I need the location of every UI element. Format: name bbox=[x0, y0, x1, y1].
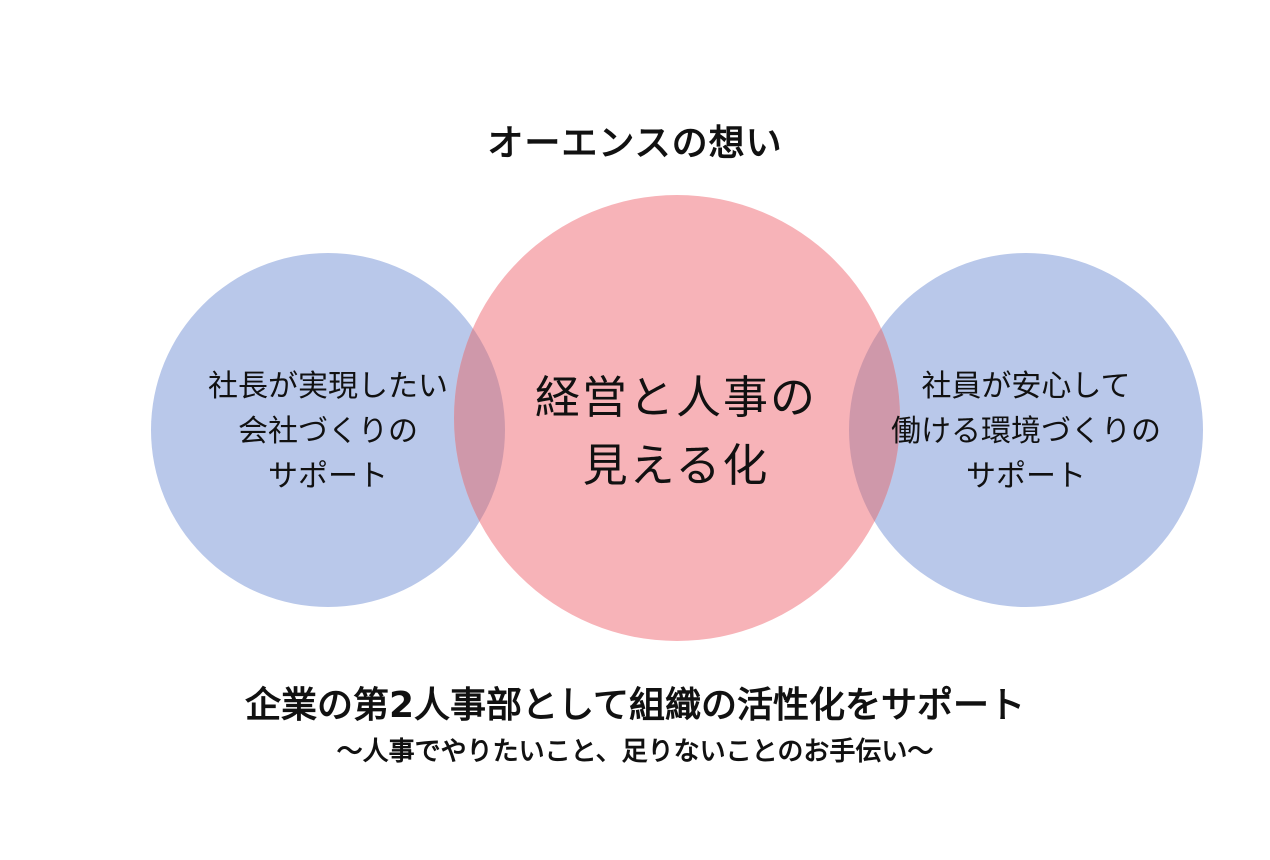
center-label-line: 見える化 bbox=[582, 439, 770, 492]
page-title: オーエンスの想い bbox=[487, 123, 783, 164]
right-label-line: 働ける環境づくりの bbox=[891, 414, 1161, 449]
right-label-line: サポート bbox=[966, 459, 1086, 494]
left-circle-label: 社長が実現したい 会社づくりの サポート bbox=[168, 364, 488, 499]
right-circle-label: 社員が安心して 働ける環境づくりの サポート bbox=[866, 364, 1186, 499]
left-circle bbox=[151, 253, 505, 607]
center-circle-label: 経営と人事の 見える化 bbox=[476, 364, 876, 500]
left-label-line: 社長が実現したい bbox=[208, 369, 448, 404]
center-circle bbox=[454, 195, 900, 641]
left-label-line: 会社づくりの bbox=[238, 414, 418, 449]
right-label-line: 社員が安心して bbox=[921, 369, 1131, 404]
right-circle bbox=[849, 253, 1203, 607]
center-label-line: 経営と人事の bbox=[534, 371, 817, 424]
left-label-line: サポート bbox=[268, 459, 388, 494]
subline: 〜人事でやりたいこと、足りないことのお手伝い〜 bbox=[336, 737, 934, 767]
tagline: 企業の第2人事部として組織の活性化をサポート bbox=[245, 685, 1025, 726]
